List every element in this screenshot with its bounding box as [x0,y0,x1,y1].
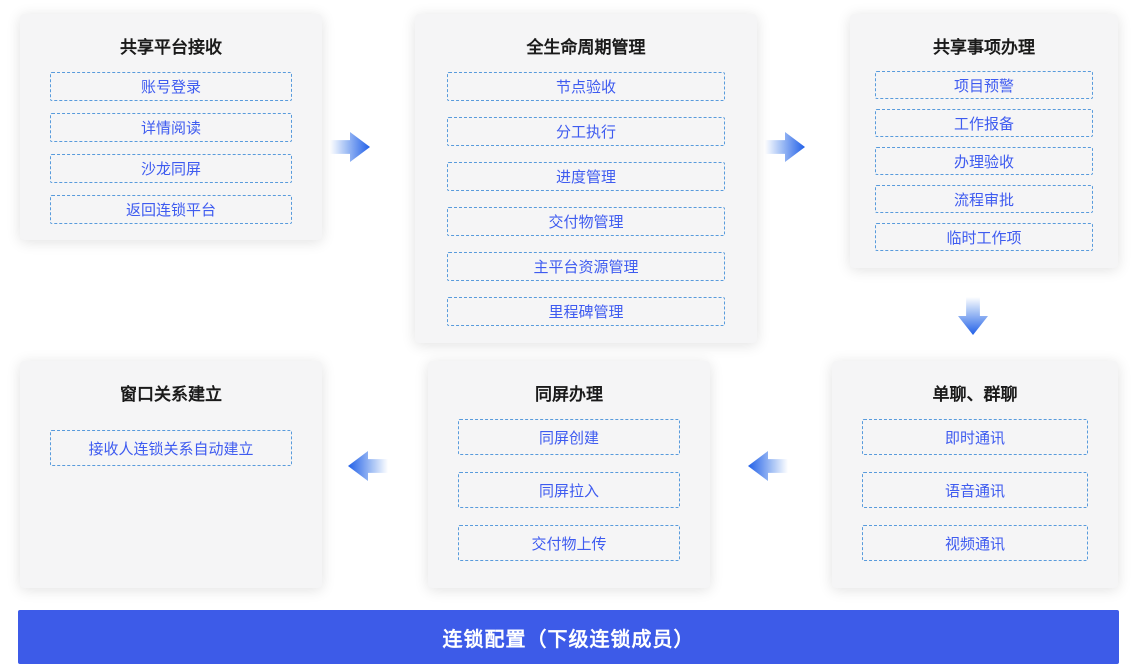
flow-step-item: 即时通讯 [862,419,1088,455]
panel-items: 同屏创建 同屏拉入 交付物上传 [458,419,680,561]
flow-step-item: 节点验收 [447,72,725,101]
panel-share-platform-receive: 共享平台接收 账号登录 详情阅读 沙龙同屏 返回连锁平台 [20,14,322,240]
flow-step-item: 返回连锁平台 [50,195,292,224]
panel-title: 单聊、群聊 [932,385,1018,404]
flow-step-item: 里程碑管理 [447,297,725,326]
panel-items: 即时通讯 语音通讯 视频通讯 [862,419,1088,561]
flow-step-item: 工作报备 [875,109,1093,137]
flow-step-item: 项目预警 [875,71,1093,99]
flow-step-item: 详情阅读 [50,113,292,142]
arrow-right-icon [330,132,370,162]
panel-same-screen-handling: 同屏办理 同屏创建 同屏拉入 交付物上传 [428,361,710,588]
panel-items: 接收人连锁关系自动建立 [50,430,292,466]
panel-full-lifecycle-management: 全生命周期管理 节点验收 分工执行 进度管理 交付物管理 主平台资源管理 里程碑… [415,14,757,343]
panel-title: 同屏办理 [535,385,603,404]
footer-banner: 连锁配置（下级连锁成员） [18,610,1119,664]
flow-step-item: 语音通讯 [862,472,1088,508]
flow-step-item: 交付物上传 [458,525,680,561]
panel-title: 共享平台接收 [120,38,222,57]
flow-step-item: 视频通讯 [862,525,1088,561]
flow-step-item: 交付物管理 [447,207,725,236]
panel-items: 账号登录 详情阅读 沙龙同屏 返回连锁平台 [50,72,292,224]
panel-window-relationship-setup: 窗口关系建立 接收人连锁关系自动建立 [20,361,322,588]
flow-step-item: 临时工作项 [875,223,1093,251]
arrow-down-icon [958,297,988,335]
flow-step-item: 同屏创建 [458,419,680,455]
flow-step-item: 主平台资源管理 [447,252,725,281]
panel-title: 全生命周期管理 [526,38,646,57]
flow-step-item: 沙龙同屏 [50,154,292,183]
arrow-right-icon [765,132,805,162]
arrow-left-icon [748,451,788,481]
flow-step-item: 办理验收 [875,147,1093,175]
flow-step-item: 进度管理 [447,162,725,191]
flow-step-item: 同屏拉入 [458,472,680,508]
panel-items: 节点验收 分工执行 进度管理 交付物管理 主平台资源管理 里程碑管理 [447,72,725,326]
footer-banner-label: 连锁配置（下级连锁成员） [442,628,695,651]
panel-items: 项目预警 工作报备 办理验收 流程审批 临时工作项 [875,71,1093,251]
flow-step-item: 接收人连锁关系自动建立 [50,430,292,466]
flow-step-item: 分工执行 [447,117,725,146]
panel-title: 窗口关系建立 [120,385,222,404]
panel-single-group-chat: 单聊、群聊 即时通讯 语音通讯 视频通讯 [832,361,1118,588]
panel-title: 共享事项办理 [933,38,1035,57]
flow-step-item: 账号登录 [50,72,292,101]
arrow-left-icon [348,451,388,481]
panel-shared-matters-handling: 共享事项办理 项目预警 工作报备 办理验收 流程审批 临时工作项 [850,14,1118,268]
flow-step-item: 流程审批 [875,185,1093,213]
